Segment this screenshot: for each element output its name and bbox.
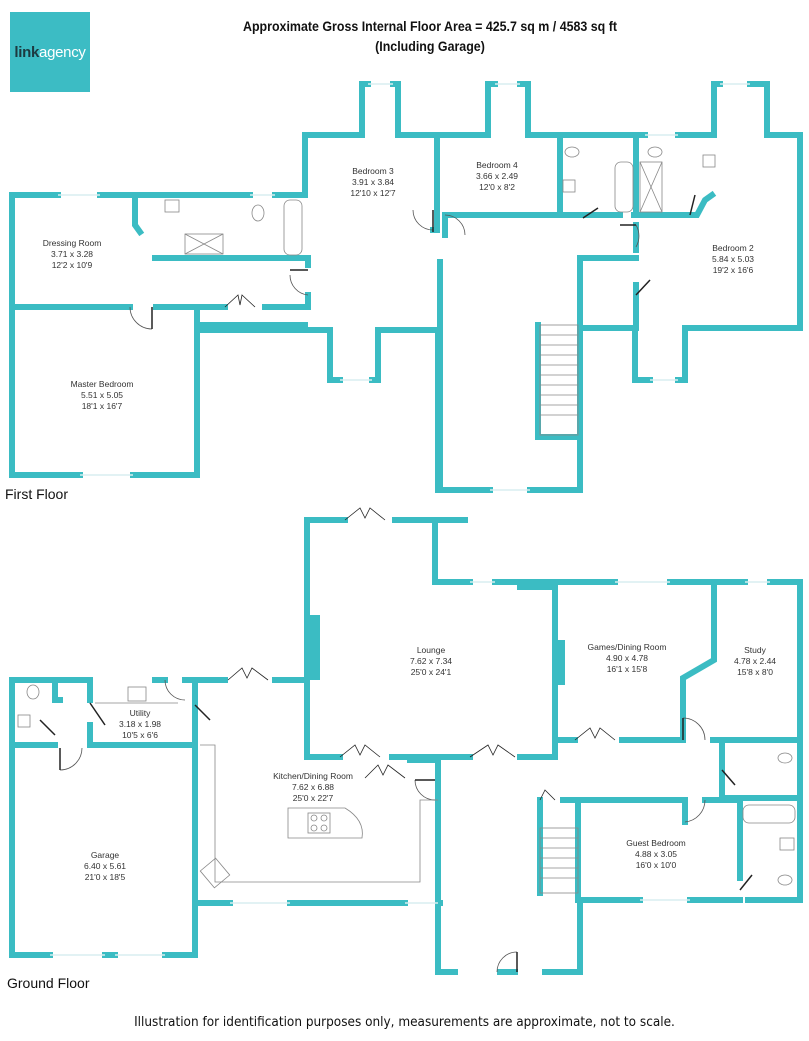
room-size-imperial: 16'0 x 10'0 <box>635 860 677 870</box>
kitchen-worktop <box>200 744 438 883</box>
room-name: Lounge <box>416 645 446 655</box>
toilet <box>777 752 793 764</box>
room-size-imperial: 12'2 x 10'9 <box>51 260 93 270</box>
sink <box>164 199 180 213</box>
room-label-utility: Utility 3.18 x 1.98 10'5 x 6'6 <box>119 708 161 741</box>
floor-label-first: First Floor <box>5 486 68 502</box>
shower-tray <box>184 233 224 255</box>
stairs-first-floor <box>539 324 579 436</box>
sink <box>779 837 795 851</box>
page-title: Approximate Gross Internal Floor Area = … <box>172 17 687 57</box>
room-size-metric: 7.62 x 7.34 <box>409 656 453 666</box>
toilet <box>777 874 793 886</box>
logo-link-text: link <box>14 43 40 61</box>
room-label-bedroom-2: Bedroom 2 5.84 x 5.03 19'2 x 16'6 <box>712 243 754 276</box>
room-label-games-dining-room: Games/Dining Room 4.90 x 4.78 16'1 x 15'… <box>588 642 667 675</box>
room-size-imperial: 16'1 x 15'8 <box>606 664 648 674</box>
bath <box>283 199 303 256</box>
room-size-metric: 6.40 x 5.61 <box>83 861 127 871</box>
room-size-imperial: 25'0 x 24'1 <box>410 667 452 677</box>
kitchen-sink <box>199 857 231 889</box>
logo-text: linkagency <box>14 43 86 61</box>
room-size-metric: 4.90 x 4.78 <box>605 653 649 663</box>
bath <box>614 161 634 213</box>
room-size-imperial: 12'0 x 8'2 <box>479 182 515 192</box>
room-size-imperial: 12'10 x 12'7 <box>350 188 396 198</box>
room-size-metric: 3.66 x 2.49 <box>475 171 519 181</box>
room-size-imperial: 18'1 x 16'7 <box>81 401 123 411</box>
room-label-bedroom-3: Bedroom 3 3.91 x 3.84 12'10 x 12'7 <box>350 166 395 199</box>
room-name: Bedroom 2 <box>712 243 754 253</box>
chimney-breast <box>307 615 320 680</box>
sink <box>17 714 31 728</box>
sink <box>562 179 576 193</box>
brand-logo: linkagency <box>10 12 90 92</box>
doors <box>39 194 753 973</box>
toilet <box>647 146 663 158</box>
room-size-metric: 4.78 x 2.44 <box>733 656 777 666</box>
room-size-metric: 4.88 x 3.05 <box>634 849 678 859</box>
room-name: Bedroom 3 <box>352 166 394 176</box>
fixtures <box>17 146 796 894</box>
stairs-ground-floor <box>539 827 579 894</box>
hob <box>307 812 331 834</box>
room-size-imperial: 10'5 x 6'6 <box>122 730 158 740</box>
area-subtitle: (Including Garage) <box>375 39 485 54</box>
sink <box>702 154 716 168</box>
room-name: Games/Dining Room <box>587 642 667 652</box>
room-name: Kitchen/Dining Room <box>273 771 353 781</box>
room-name: Garage <box>90 850 120 860</box>
walls <box>9 81 803 975</box>
room-label-garage: Garage 6.40 x 5.61 21'0 x 18'5 <box>84 850 126 883</box>
room-name: Study <box>744 645 766 655</box>
room-label-master-bedroom: Master Bedroom 5.51 x 5.05 18'1 x 16'7 <box>71 379 134 412</box>
room-size-imperial: 21'0 x 18'5 <box>84 872 126 882</box>
room-size-imperial: 19'2 x 16'6 <box>712 265 754 275</box>
room-label-guest-bedroom: Guest Bedroom 4.88 x 3.05 16'0 x 10'0 <box>626 838 686 871</box>
bath <box>742 804 796 824</box>
kitchen-island <box>287 807 363 839</box>
room-name: Bedroom 4 <box>476 160 518 170</box>
room-size-metric: 3.18 x 1.98 <box>118 719 162 729</box>
room-label-bedroom-4: Bedroom 4 3.66 x 2.49 12'0 x 8'2 <box>476 160 518 193</box>
room-label-study: Study 4.78 x 2.44 15'8 x 8'0 <box>734 645 776 678</box>
stair-treads <box>540 334 578 416</box>
room-size-imperial: 15'8 x 8'0 <box>737 667 773 677</box>
room-size-metric: 5.51 x 5.05 <box>80 390 124 400</box>
room-label-dressing-room: Dressing Room 3.71 x 3.28 12'2 x 10'9 <box>43 238 102 271</box>
toilet <box>251 204 265 222</box>
room-name: Guest Bedroom <box>626 838 686 848</box>
toilet <box>26 684 40 700</box>
disclaimer-text: Illustration for identification purposes… <box>134 1015 675 1030</box>
room-size-metric: 3.71 x 3.28 <box>50 249 94 259</box>
room-label-kitchen-dining-room: Kitchen/Dining Room 7.62 x 6.88 25'0 x 2… <box>273 771 353 804</box>
logo-agency-text: agency <box>39 43 86 61</box>
floor-label-ground: Ground Floor <box>7 975 90 991</box>
room-label-lounge: Lounge 7.62 x 7.34 25'0 x 24'1 <box>410 645 452 678</box>
utility-sink <box>127 686 147 702</box>
room-name: Dressing Room <box>42 238 102 248</box>
windows <box>50 83 770 956</box>
room-name: Utility <box>129 708 151 718</box>
room-name: Master Bedroom <box>70 379 134 389</box>
area-title: Approximate Gross Internal Floor Area = … <box>242 19 618 34</box>
shower-tray <box>639 161 663 213</box>
chimney-breast <box>555 640 565 685</box>
room-size-metric: 3.91 x 3.84 <box>351 177 395 187</box>
room-size-metric: 5.84 x 5.03 <box>711 254 755 264</box>
toilet <box>564 146 580 158</box>
room-size-imperial: 25'0 x 22'7 <box>292 793 334 803</box>
room-size-metric: 7.62 x 6.88 <box>291 782 335 792</box>
